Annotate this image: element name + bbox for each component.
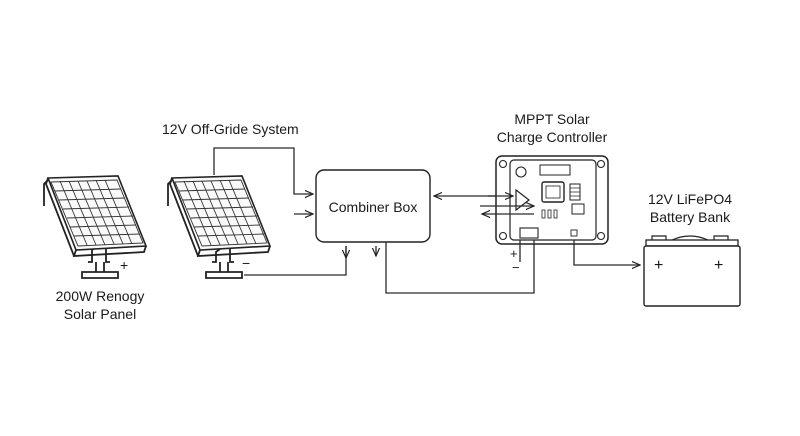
battery-label-line1: 12V LiFePO4 bbox=[648, 191, 732, 207]
wiring bbox=[213, 147, 640, 294]
battery-plus-left: + bbox=[654, 257, 663, 274]
system-title: 12V Off-Gride System bbox=[162, 121, 299, 137]
panel-cells-left bbox=[50, 179, 144, 247]
panel-label-line2: Solar Panel bbox=[64, 306, 136, 322]
mppt-charge-controller: + − bbox=[495, 155, 609, 275]
panel-label-line1: 200W Renogy bbox=[56, 288, 145, 304]
solar-panel-left: + bbox=[43, 175, 148, 279]
mppt-label-line1: MPPT Solar bbox=[514, 111, 590, 127]
panel-plus-sign: + bbox=[120, 257, 128, 273]
combiner-box: Combiner Box bbox=[315, 169, 431, 243]
battery-label-line2: Battery Bank bbox=[650, 209, 731, 225]
mppt-plus-sign: + bbox=[510, 246, 518, 261]
battery-bank: + + bbox=[643, 235, 741, 307]
mppt-minus-sign: − bbox=[512, 260, 520, 275]
panel-cells-center bbox=[174, 179, 268, 247]
solar-panel-center: − bbox=[167, 175, 272, 279]
combiner-box-label: Combiner Box bbox=[329, 199, 418, 215]
mppt-label-line2: Charge Controller bbox=[497, 129, 608, 145]
panel-minus-sign: − bbox=[242, 255, 250, 271]
battery-plus-right: + bbox=[714, 257, 723, 274]
